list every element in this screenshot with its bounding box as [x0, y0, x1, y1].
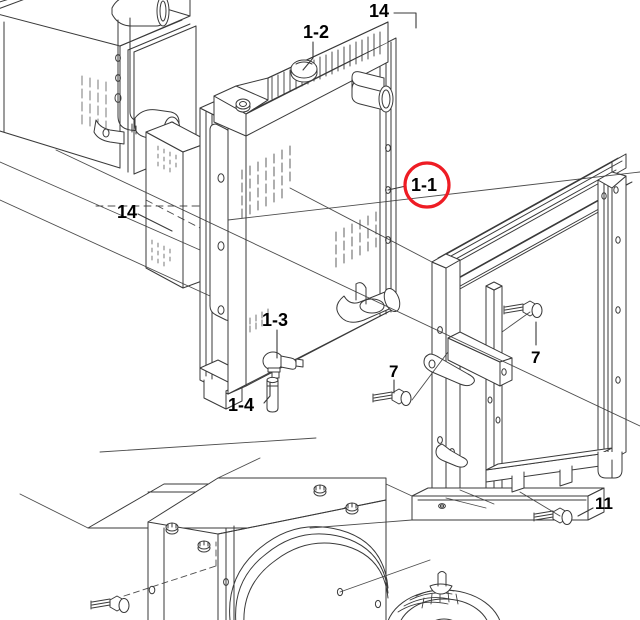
radiator-upper-outlet-neck	[351, 71, 394, 113]
fan-shroud-assembly	[87, 477, 501, 620]
part-1-4-drain-plug	[266, 376, 279, 413]
assembly-projection-lines	[0, 149, 640, 597]
callout-leader-lines	[137, 12, 594, 517]
part-7-bolt-left	[372, 388, 412, 406]
callout-label-1-4[interactable]: 1-4	[228, 395, 255, 415]
callout-label-1-3[interactable]: 1-3	[262, 310, 289, 330]
callout-1-1-highlight-ring	[403, 161, 451, 209]
radiator-core-fin-hatch-upper	[241, 145, 291, 219]
part-7-bolt-right	[503, 300, 543, 318]
shroud-mount-bolt	[90, 595, 130, 613]
part-1-2-filler-cap	[290, 59, 318, 83]
cooling-fan	[387, 571, 501, 620]
callout-label-7-right[interactable]: 7	[531, 348, 541, 367]
radiator-core-fin-hatch-bottom-left	[249, 308, 269, 333]
callout-label-1-1[interactable]: 1-1	[411, 175, 438, 195]
rear-core-fin-hatch	[81, 75, 107, 131]
part-1-3-drain-valve	[262, 351, 304, 379]
radiator-core-fin-hatch-lower	[335, 211, 377, 268]
callout-label-14-top[interactable]: 14	[369, 1, 390, 21]
part-14-panel-perforations	[151, 145, 177, 267]
radiator-frame-guard-assembly	[411, 153, 633, 521]
top-tank-secondary-cap	[235, 98, 251, 113]
callout-label-1-2[interactable]: 1-2	[303, 22, 330, 42]
callout-label-14-left[interactable]: 14	[117, 202, 138, 222]
radiator-lower-outlet-elbow	[336, 282, 401, 323]
callout-label-7-left[interactable]: 7	[389, 362, 399, 381]
callout-label-11[interactable]: 11	[595, 494, 613, 513]
